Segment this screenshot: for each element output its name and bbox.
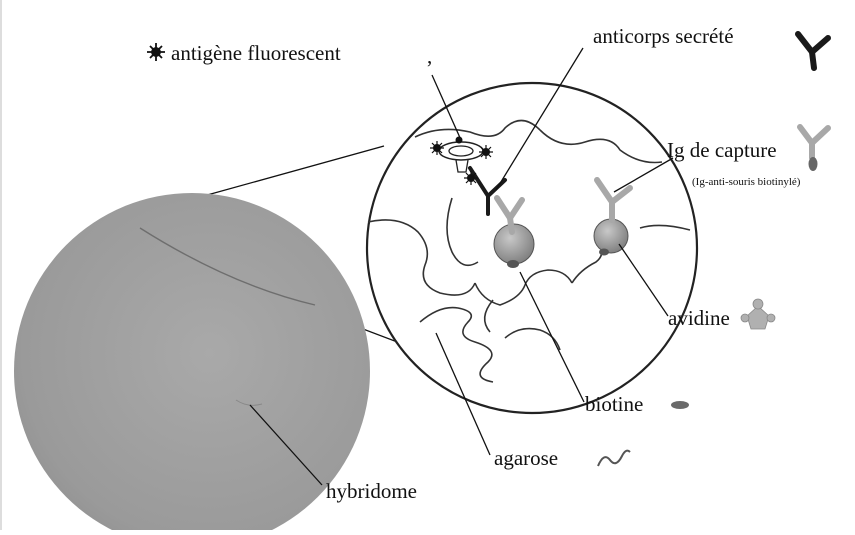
legend-biotin: biotine — [585, 392, 689, 416]
tetramer-icon — [741, 299, 775, 329]
legend-antibody: anticorps secrété — [593, 24, 828, 68]
squiggle-icon — [598, 451, 630, 466]
zoom-line-top — [200, 146, 384, 197]
label-agarose: agarose — [494, 446, 558, 470]
starburst-icon — [147, 43, 165, 61]
label-avidin: avidine — [668, 306, 730, 330]
stray-mark: , — [427, 44, 432, 68]
legend-agarose: agarose — [494, 446, 630, 470]
label-capture-ig: Ig de capture — [667, 138, 777, 162]
y-antibody-with-biotin-icon — [800, 127, 828, 171]
label-antigen: antigène fluorescent — [171, 41, 341, 65]
label-biotin: biotine — [585, 392, 643, 416]
label-hybridoma: hybridome — [326, 479, 417, 503]
label-antibody-secreted: anticorps secrété — [593, 24, 734, 48]
legend-antigen: antigène fluorescent , — [147, 41, 432, 68]
label-capture-ig-note: (Ig-anti-souris biotinylé) — [692, 176, 801, 188]
legend-capture-ig: Ig de capture (Ig-anti-souris biotinylé) — [667, 127, 828, 188]
ellipse-icon — [671, 401, 689, 409]
y-antibody-icon — [798, 34, 828, 68]
